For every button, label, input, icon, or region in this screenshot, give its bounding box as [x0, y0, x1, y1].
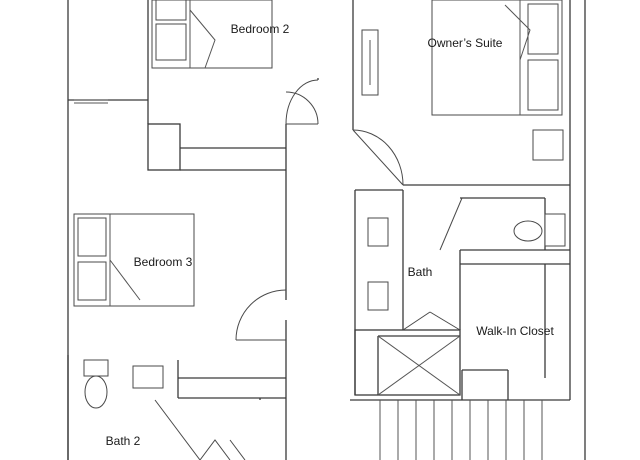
owners-suite-bed [431, 0, 563, 116]
bath-label: Bath [407, 265, 433, 279]
walls [67, 0, 586, 460]
bedroom-3-label: Bedroom 3 [133, 255, 193, 269]
bedroom-3-bed [73, 213, 195, 307]
bath-fixtures [367, 213, 566, 311]
bedroom-2-label: Bedroom 2 [230, 22, 290, 36]
bath-2-fixtures [83, 359, 164, 409]
bedroom-2-bed [151, 0, 273, 69]
nightstand [532, 129, 564, 161]
owners-suite-label: Owner’s Suite [427, 36, 503, 50]
walk-in-closet-label: Walk-In Closet [476, 324, 554, 338]
doors [154, 79, 463, 460]
bath-2-label: Bath 2 [105, 434, 141, 448]
